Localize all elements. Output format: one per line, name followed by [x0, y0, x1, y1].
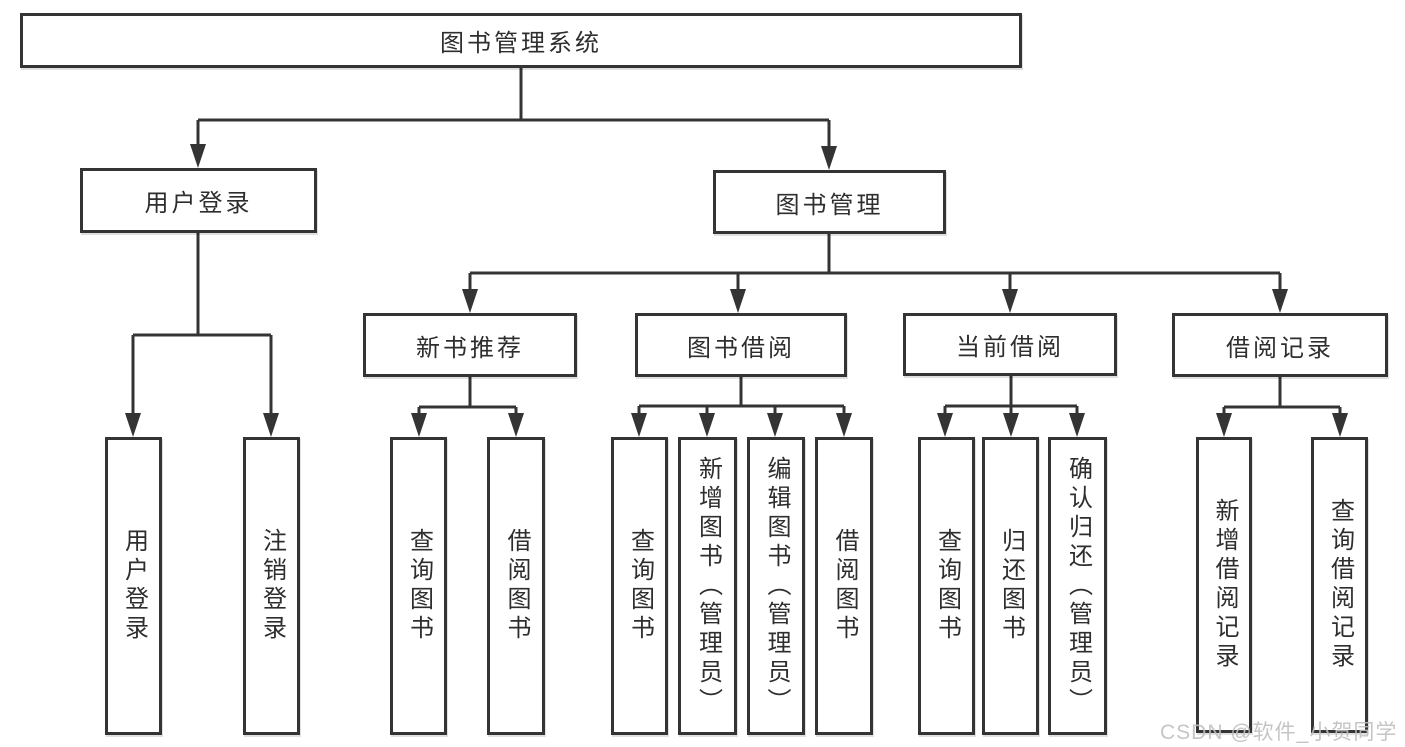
leaf-add-book-admin: 新增图书（管理员）: [678, 437, 737, 735]
connector-borrowing-records: [1224, 377, 1340, 409]
leaf-confirm-return-admin: 确认归还（管理员）: [1048, 437, 1107, 735]
leaf-user-login: 用户登录: [105, 437, 162, 735]
node-label: 新书推荐: [416, 334, 524, 362]
leaf-label: 新增图书（管理员）: [694, 455, 722, 717]
leaf-borrow-books: 借阅图书: [815, 437, 873, 735]
leaf-query-books-borrowing: 查询图书: [611, 437, 668, 735]
node-label: 图书借阅: [687, 334, 795, 362]
connector-new-book: [419, 377, 516, 409]
leaf-borrow-books-recommend: 借阅图书: [487, 437, 545, 735]
leaf-return-book: 归还图书: [982, 437, 1039, 735]
node-user-login: 用户登录: [80, 168, 317, 233]
leaf-add-borrow-record: 新增借阅记录: [1196, 437, 1252, 733]
node-label: 当前借阅: [956, 334, 1064, 361]
node-borrowing-records: 借阅记录: [1172, 313, 1388, 377]
node-new-book-recommendation: 新书推荐: [363, 313, 577, 377]
leaf-logout: 注销登录: [243, 437, 300, 735]
leaf-label: 编辑图书（管理员）: [763, 455, 790, 717]
connector-book-management: [470, 234, 1280, 275]
watermark: CSDN @软件_小贺同学: [1160, 721, 1398, 744]
connector-current-borrowing: [945, 376, 1077, 408]
connector-book-borrowing: [639, 377, 844, 408]
leaf-edit-book-admin: 编辑图书（管理员）: [747, 437, 805, 735]
leaf-label: 查询图书: [933, 528, 961, 644]
leaf-label: 用户登录: [120, 528, 148, 644]
node-label: 借阅记录: [1226, 334, 1334, 362]
leaf-label: 新增借阅记录: [1211, 498, 1238, 672]
node-current-borrowing: 当前借阅: [903, 313, 1117, 376]
leaf-label: 借阅图书: [831, 528, 858, 644]
arrowheads: [125, 144, 1348, 437]
leaf-label: 归还图书: [997, 528, 1025, 644]
leaf-query-books-recommend: 查询图书: [390, 437, 447, 735]
leaf-label: 查询图书: [405, 528, 433, 644]
node-book-management: 图书管理: [713, 170, 946, 234]
node-label: 用户登录: [144, 190, 253, 217]
node-book-borrowing: 图书借阅: [635, 313, 847, 377]
leaf-label: 确认归还（管理员）: [1064, 455, 1092, 717]
node-library-management-system: 图书管理系统: [20, 13, 1022, 68]
leaf-label: 注销登录: [258, 528, 286, 644]
leaf-query-books-current: 查询图书: [918, 437, 975, 735]
leaf-label: 查询图书: [626, 528, 654, 644]
node-label: 图书管理系统: [440, 30, 602, 57]
leaf-label: 查询借阅记录: [1326, 498, 1354, 672]
connector-root: [198, 68, 829, 122]
node-label: 图书管理: [775, 191, 884, 219]
connector-user-login: [133, 233, 271, 337]
leaf-query-borrow-record: 查询借阅记录: [1311, 437, 1368, 733]
leaf-label: 借阅图书: [503, 528, 530, 644]
